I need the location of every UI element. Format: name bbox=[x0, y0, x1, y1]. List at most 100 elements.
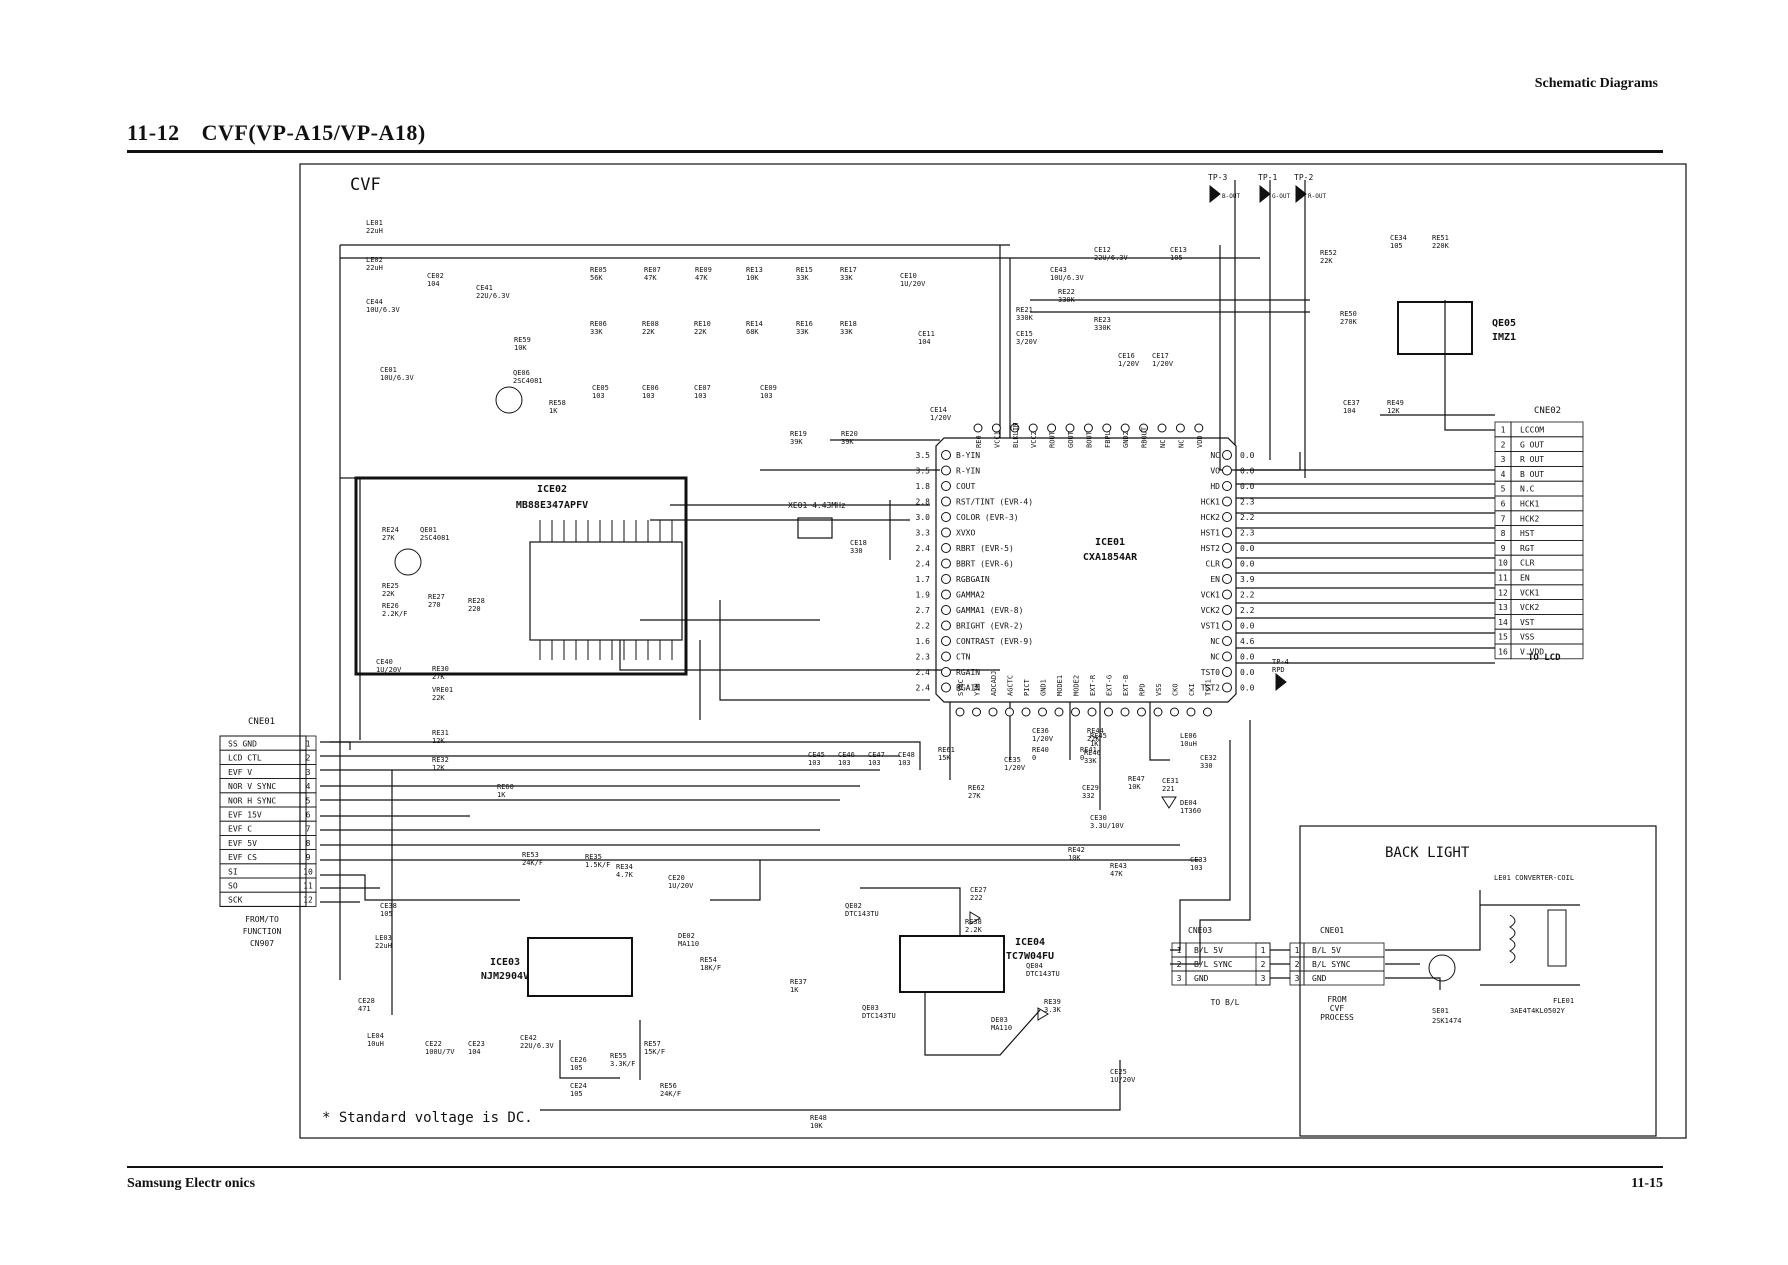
ice01-part: CXA1854AR bbox=[1083, 552, 1138, 563]
ice01-pin bbox=[1021, 707, 1031, 717]
ice03-part: NJM2904V bbox=[481, 971, 529, 982]
component-ref: RE55 bbox=[610, 1052, 627, 1060]
ice01-pin bbox=[941, 636, 951, 646]
section-number: 11-12 bbox=[127, 120, 180, 145]
backlight-caption: CVF bbox=[1330, 1004, 1345, 1013]
component-ref: CE09 bbox=[760, 384, 777, 392]
component-ref: RE22 bbox=[1058, 288, 1075, 296]
ice01-right-pin-name: VCK1 bbox=[1201, 591, 1220, 600]
component-ref: DE04 bbox=[1180, 799, 1197, 807]
component-value: 47K bbox=[1110, 870, 1123, 878]
ice01-pin bbox=[941, 620, 951, 631]
cne03-pin-name: GND bbox=[1194, 974, 1209, 983]
component-value: 33K bbox=[840, 328, 853, 336]
schematic-frame bbox=[299, 163, 1687, 1139]
cne01-pin-number: 8 bbox=[306, 839, 311, 848]
backlight-pin-number: 1 bbox=[1295, 946, 1300, 955]
component-value: 330 bbox=[850, 547, 863, 555]
component-value: 103 bbox=[808, 759, 821, 767]
ice01-left-pin-name: COLOR (EVR-3) bbox=[956, 513, 1019, 522]
qe05-ref: QE05 bbox=[1492, 318, 1516, 329]
top-rule bbox=[127, 150, 1663, 153]
component-value: 39K bbox=[790, 438, 803, 446]
cne02-pin-name: EN bbox=[1520, 574, 1530, 583]
component-value: 10K bbox=[514, 344, 527, 352]
cne02-pin-number: 4 bbox=[1501, 470, 1506, 479]
component-value: 2.2K bbox=[965, 926, 983, 934]
component-ref: RE31 bbox=[432, 729, 449, 737]
component-value: 104 bbox=[1343, 407, 1356, 415]
component-ref: CE12 bbox=[1094, 246, 1111, 254]
ice01-right-pin-voltage: 0.0 bbox=[1240, 684, 1255, 693]
cne02-pin-cell bbox=[1510, 643, 1584, 660]
ice01-left-pin-name: BGAIN bbox=[956, 684, 980, 693]
cne01-pin-name: EVF 15V bbox=[228, 811, 262, 820]
ice01-pin bbox=[941, 465, 951, 476]
component-value: 12K bbox=[432, 737, 445, 745]
ice01-pin bbox=[1153, 707, 1163, 717]
ice01-pin bbox=[1157, 423, 1167, 433]
component-ref: CE16 bbox=[1118, 352, 1135, 360]
component-ref: CE41 bbox=[476, 284, 493, 292]
cne01-pin-number: 12 bbox=[303, 896, 313, 905]
ice01-ref: ICE01 bbox=[1095, 537, 1125, 548]
component-value: 222 bbox=[970, 894, 983, 902]
component-value: 1U/20V bbox=[1110, 1076, 1136, 1084]
cne02-pin-number: 7 bbox=[1501, 514, 1506, 523]
cne01-pin-number: 6 bbox=[306, 811, 311, 820]
ice01-pin bbox=[941, 496, 951, 507]
ice01-right-pin-voltage: 0.0 bbox=[1240, 622, 1255, 631]
ice01-left-pin-voltage: 1.7 bbox=[916, 575, 931, 584]
ice01-left-pin-voltage: 2.8 bbox=[916, 498, 931, 507]
cne02-pin-name: R OUT bbox=[1520, 455, 1544, 464]
backlight-pin-cell bbox=[1303, 970, 1385, 986]
component-ref: CE31 bbox=[1162, 777, 1179, 785]
component-ref: CE37 bbox=[1343, 399, 1360, 407]
component-ref: RE47 bbox=[1128, 775, 1145, 783]
ice01-pin bbox=[1222, 496, 1232, 507]
cne03-pin-number: 1 bbox=[1261, 946, 1266, 955]
component-ref: DE02 bbox=[678, 932, 695, 940]
backlight-fl-ref: FLE01 bbox=[1553, 997, 1574, 1005]
ice03-body bbox=[527, 937, 633, 997]
cne02-pin-number: 14 bbox=[1498, 618, 1508, 627]
ice01-right-pin-name: HD bbox=[1210, 482, 1220, 491]
cne02-pin-number: 1 bbox=[1501, 426, 1506, 435]
component-value: 4.7K bbox=[616, 871, 634, 879]
cne01-pin-number: 2 bbox=[306, 754, 311, 763]
component-ref: RE62 bbox=[968, 784, 985, 792]
component-ref: RE37 bbox=[790, 978, 807, 986]
test-point-label: TP-2 bbox=[1294, 173, 1313, 182]
ice01-top-pin-name: BLKLIM bbox=[1012, 423, 1020, 448]
ice01-right-pin-voltage: 0.0 bbox=[1240, 560, 1255, 569]
ice01-pin bbox=[1222, 636, 1232, 646]
test-point-label: TP-1 bbox=[1258, 173, 1277, 182]
component-value: 22uH bbox=[366, 264, 383, 272]
ice01-pin bbox=[941, 574, 951, 584]
component-value: 330K bbox=[1094, 324, 1112, 332]
backlight-caption: FROM bbox=[1327, 995, 1346, 1004]
component-value: 27K bbox=[968, 792, 981, 800]
component-ref: CE20 bbox=[668, 874, 685, 882]
ice01-left-pin-name: BBRT (EVR-6) bbox=[956, 560, 1014, 569]
component-ref: CE44 bbox=[366, 298, 383, 306]
ice01-pin bbox=[1120, 423, 1130, 433]
test-point-label: TP-3 bbox=[1208, 173, 1227, 182]
component-value: 270 bbox=[428, 601, 441, 609]
component-value: 103 bbox=[642, 392, 655, 400]
ice01-left-pin-voltage: 3.0 bbox=[916, 513, 931, 522]
component-value: 39K bbox=[841, 438, 854, 446]
cne01-pin-name: EVF CS bbox=[228, 853, 257, 862]
cne02-pin-name: CLR bbox=[1520, 559, 1535, 568]
cne02-pin-number: 11 bbox=[1498, 574, 1508, 583]
component-ref: CE43 bbox=[1050, 266, 1067, 274]
component-ref: RE48 bbox=[810, 1114, 827, 1122]
footer-company: Samsung Electr onics bbox=[127, 1176, 256, 1191]
ice01-pin bbox=[1047, 423, 1057, 433]
ice01-left-pin-name: XVXO bbox=[956, 529, 975, 538]
cne02-pin-number: 12 bbox=[1498, 588, 1508, 597]
component-ref: CE06 bbox=[642, 384, 659, 392]
component-value: 100U/7V bbox=[425, 1048, 455, 1056]
cne02-pin-number: 13 bbox=[1498, 603, 1508, 612]
component-value: 1U/20V bbox=[376, 666, 402, 674]
